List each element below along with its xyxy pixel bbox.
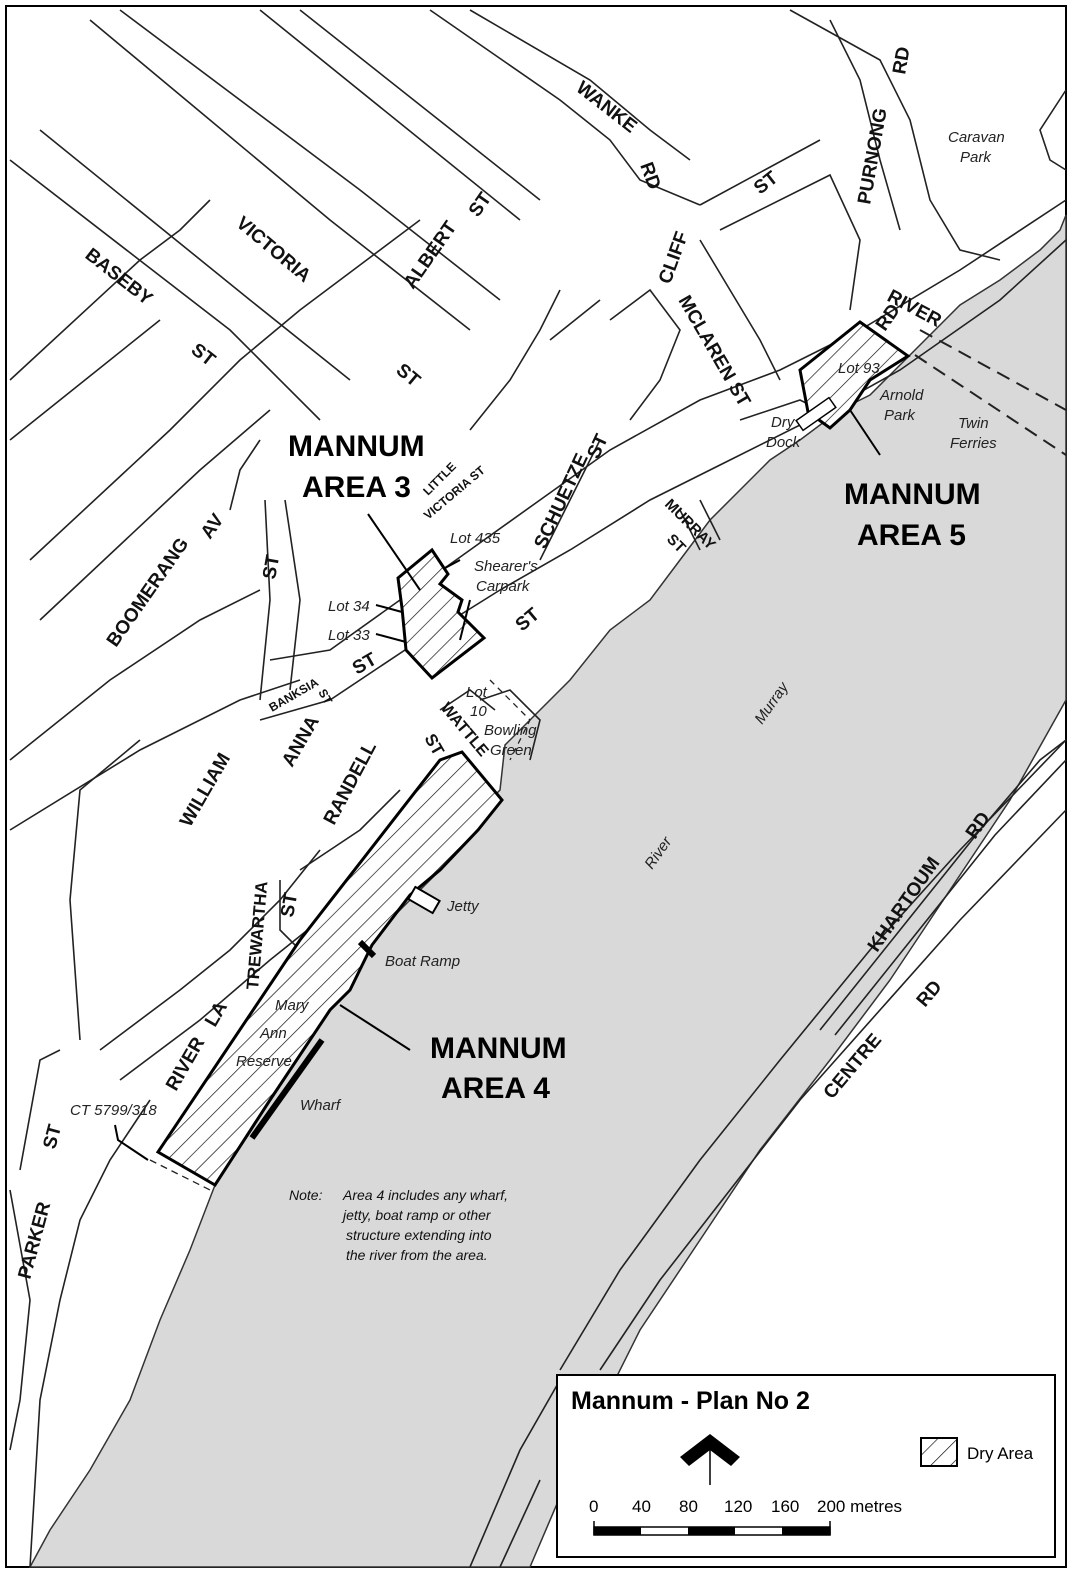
label-dry: Dry: [771, 414, 796, 431]
label-lot: Lot: [466, 684, 488, 701]
dry-dock-structure: [795, 396, 837, 432]
label-shearers: Shearer's: [474, 558, 538, 575]
label-trewartha-st: ST: [277, 891, 302, 919]
label-boat-ramp: Boat Ramp: [385, 953, 460, 970]
leader-lines: [114, 409, 881, 1161]
scale-bar: [593, 1521, 831, 1536]
scale-label-120: 120: [724, 1497, 752, 1516]
scale-label-0: 0: [589, 1497, 598, 1516]
dry-area-swatch: [920, 1437, 958, 1467]
label-ct: CT 5799/318: [70, 1102, 157, 1119]
note-line-1: Area 4 includes any wharf,: [342, 1187, 508, 1203]
label-reserve: Reserve: [236, 1053, 292, 1070]
label-ann: Ann: [259, 1025, 287, 1042]
label-dock: Dock: [766, 434, 802, 451]
scale-label-160: 160: [771, 1497, 799, 1516]
scale-label-80: 80: [679, 1497, 698, 1516]
label-ferries: Ferries: [950, 435, 997, 452]
area-3-label-line2: AREA 3: [302, 471, 411, 504]
label-carpark: Carpark: [476, 578, 531, 595]
note-line-3: structure extending into: [346, 1227, 492, 1243]
legend-title: Mannum - Plan No 2: [571, 1387, 810, 1415]
label-lot-93: Lot 93: [838, 360, 880, 377]
area-3-label-line1: MANNUM: [288, 430, 425, 463]
label-st-vertical: ST: [259, 553, 284, 581]
jetty-structure: [407, 885, 441, 915]
label-banksia-st: ST: [315, 687, 335, 708]
label-bowling: Bowling: [484, 722, 537, 739]
note-line-2: jetty, boat ramp or other: [341, 1207, 492, 1223]
boat-ramp-structure: [357, 939, 377, 959]
label-twin: Twin: [958, 415, 989, 432]
note-label: Note:: [289, 1187, 323, 1203]
map-note: Note: Area 4 includes any wharf, jetty, …: [289, 1187, 508, 1263]
label-arnold-park: Park: [884, 407, 916, 424]
area-5-label-line1: MANNUM: [844, 478, 981, 511]
area-5-label-line2: AREA 5: [857, 519, 966, 552]
legend-box: Mannum - Plan No 2 Dry Area 0 40 80 120 …: [556, 1374, 1056, 1558]
label-lot-10: 10: [470, 703, 487, 720]
label-green: Green: [490, 742, 532, 759]
north-arrow-icon: [680, 1434, 740, 1485]
label-purnong-rd: RD: [889, 45, 914, 76]
label-jetty: Jetty: [446, 898, 480, 915]
area-labels: MANNUM AREA 3 MANNUM AREA 5 MANNUM AREA …: [288, 430, 981, 1105]
label-arnold: Arnold: [879, 387, 924, 404]
label-lot-33: Lot 33: [328, 627, 370, 644]
ferry-route: [914, 329, 1067, 456]
road-network: [9, 9, 1067, 1568]
label-wharf: Wharf: [300, 1097, 342, 1114]
label-lot-34: Lot 34: [328, 598, 370, 615]
area-4-polygon: [155, 750, 504, 1188]
area-4-label-line1: MANNUM: [430, 1032, 567, 1065]
scale-label-200: 200 metres: [817, 1497, 902, 1516]
label-lot-435: Lot 435: [450, 530, 501, 547]
label-caravan-park: Park: [960, 149, 992, 166]
label-mary: Mary: [275, 997, 310, 1014]
label-caravan: Caravan: [948, 129, 1005, 146]
scale-label-40: 40: [632, 1497, 651, 1516]
note-line-4: the river from the area.: [346, 1247, 488, 1263]
area-4-label-line2: AREA 4: [441, 1072, 550, 1105]
lot10-boundary: [489, 679, 531, 761]
wharf-structure: [249, 1038, 325, 1140]
legend-dry-area: Dry Area: [967, 1444, 1034, 1463]
area-3-polygon: [396, 547, 487, 681]
